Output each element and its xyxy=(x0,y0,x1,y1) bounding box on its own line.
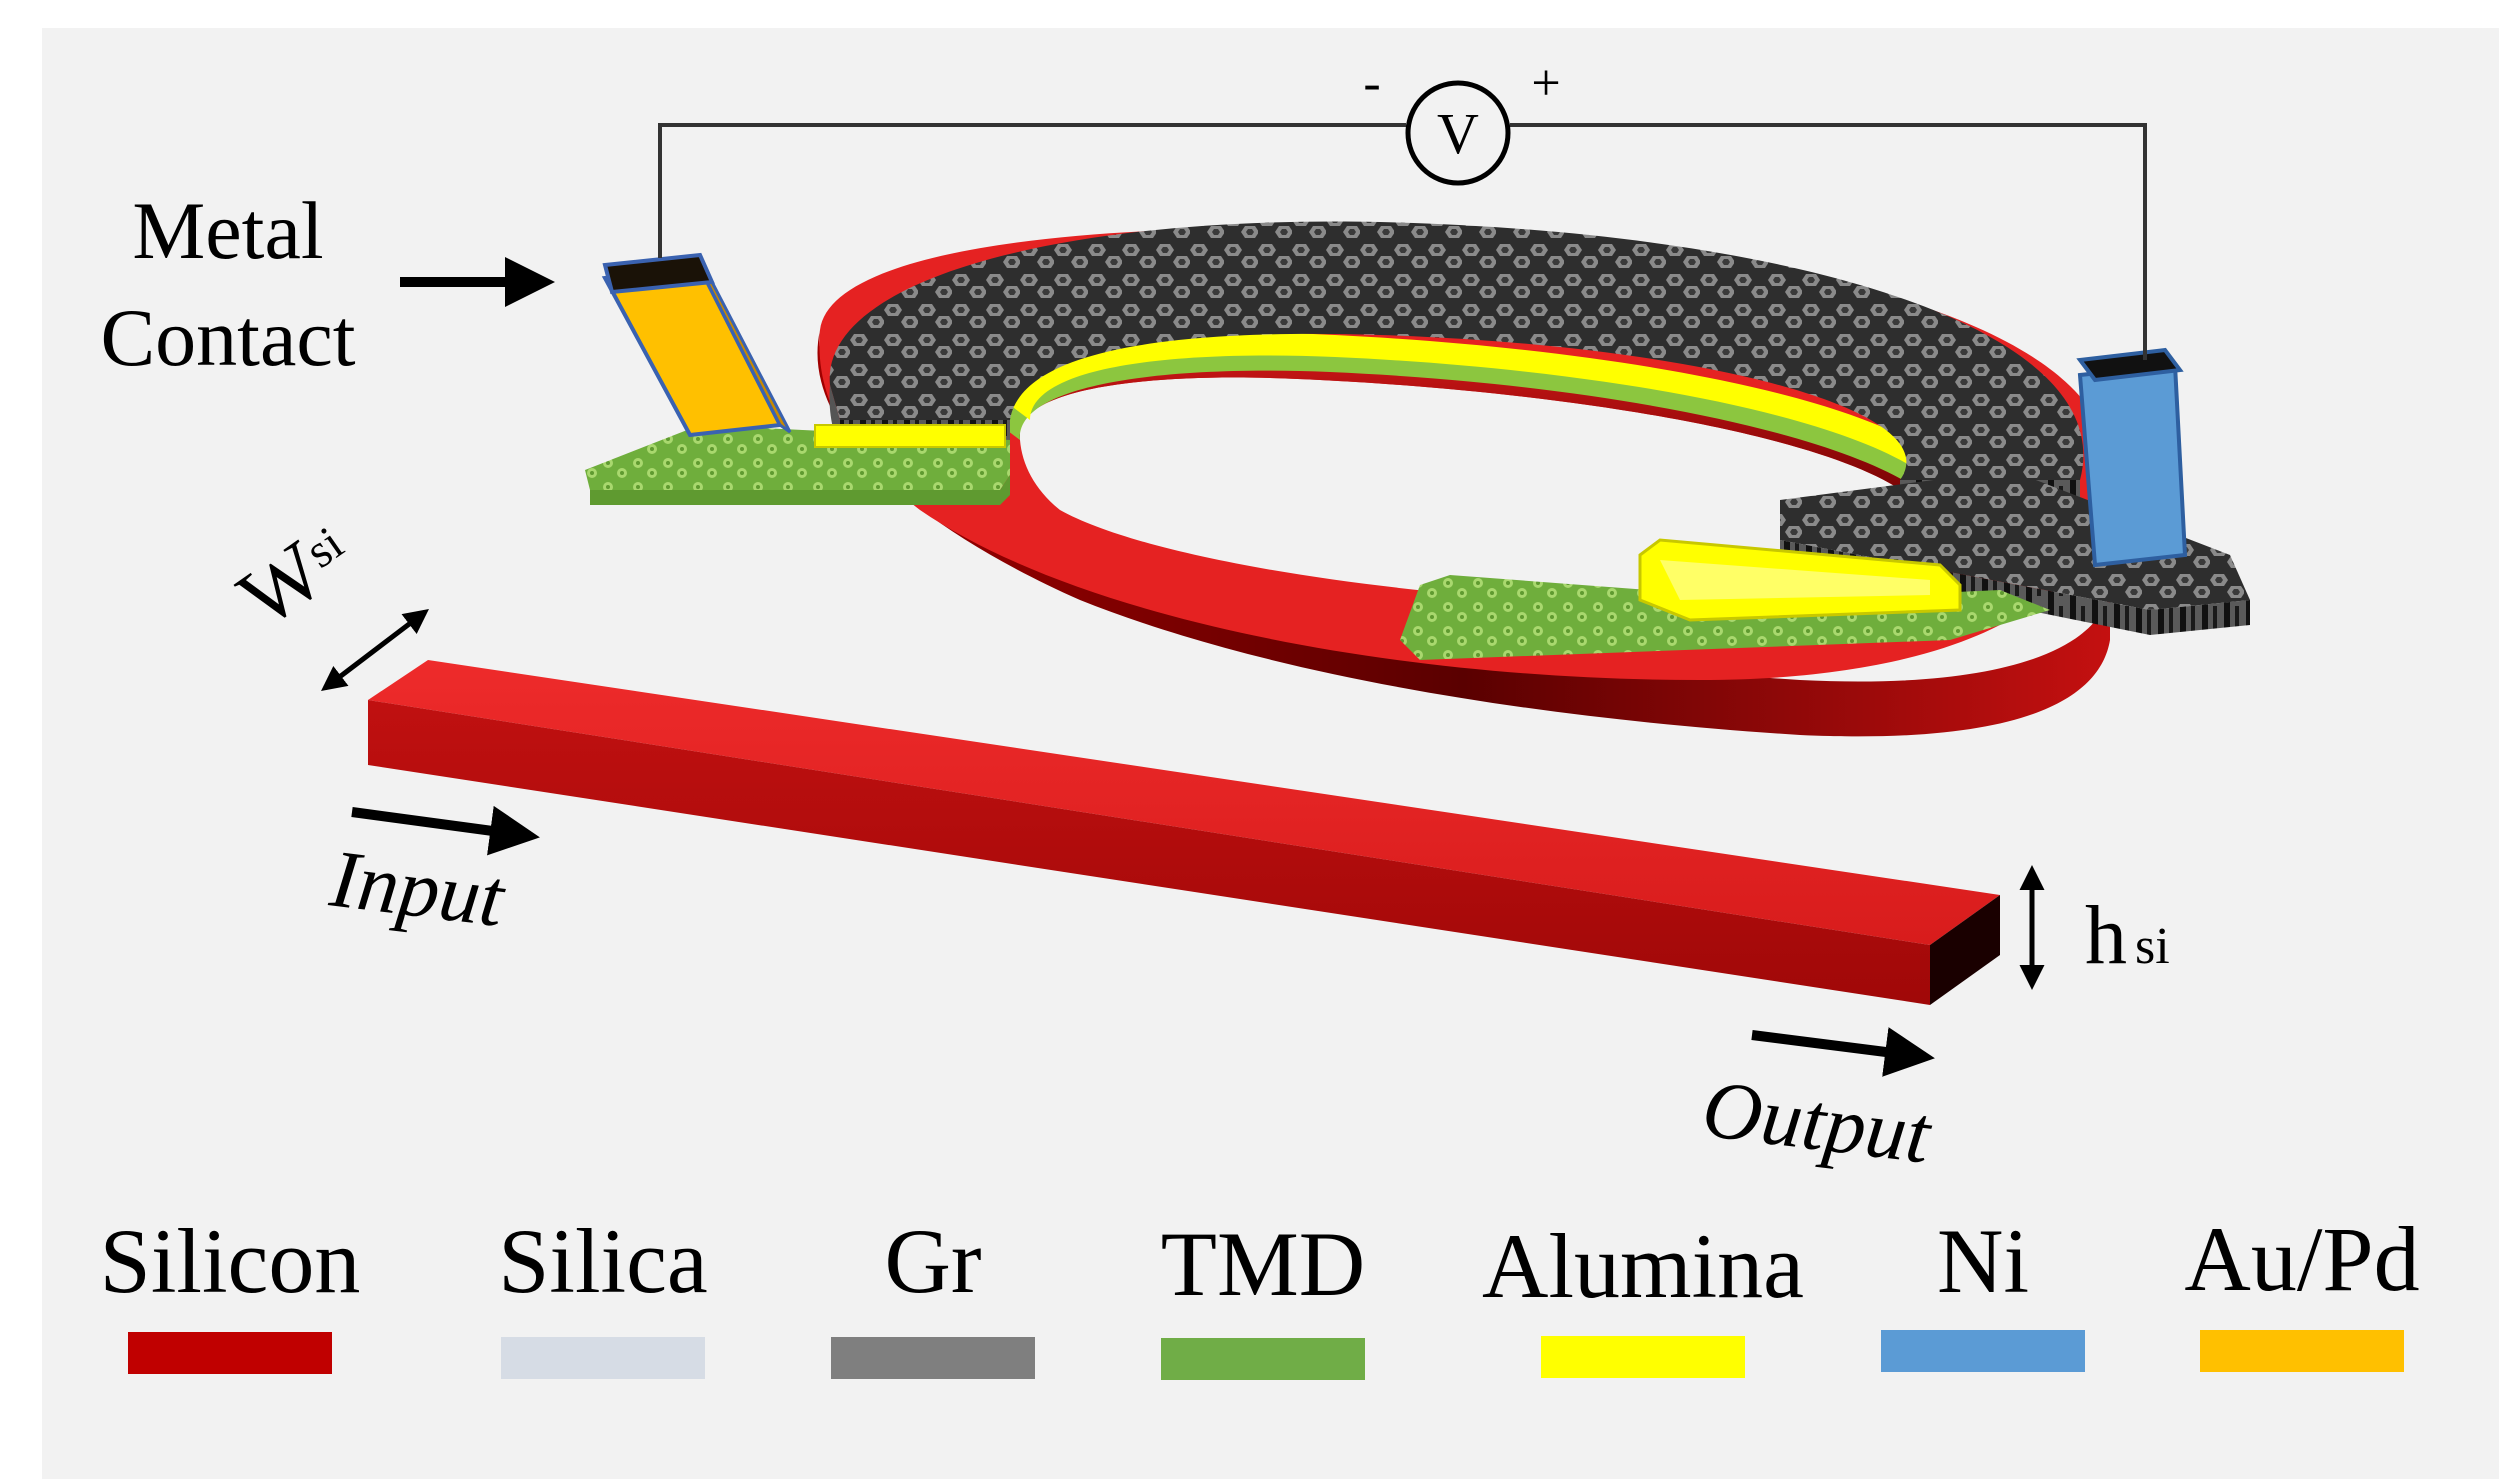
left-metal-contact xyxy=(601,252,792,438)
legend-swatch-tmd xyxy=(1161,1338,1365,1380)
voltmeter-icon xyxy=(1405,80,1511,186)
bus-waveguide xyxy=(368,660,2000,1005)
ring-resonator xyxy=(585,221,2250,737)
legend-swatch-ni xyxy=(1881,1330,2085,1372)
legend-swatch-gr xyxy=(831,1337,1035,1379)
left-contact-top xyxy=(602,252,715,295)
right-contact-top xyxy=(2076,347,2184,383)
voltage-plus-label: + xyxy=(1531,55,1560,112)
legend: Silicon Silica Gr TMD Alumina Ni Au/Pd xyxy=(100,1208,2420,1380)
legend-label-tmd: TMD xyxy=(1161,1213,1365,1315)
height-symbol: h xyxy=(2085,889,2127,982)
legend-label-silica: Silica xyxy=(498,1210,708,1312)
graphene-layer xyxy=(829,221,2084,480)
alumina-front-block-top xyxy=(1660,560,1930,600)
legend-label-gr: Gr xyxy=(884,1210,981,1312)
legend-swatch-au-pd xyxy=(2200,1330,2404,1372)
metal-contact-label-line1: Metal xyxy=(132,185,323,276)
alumina-left-bar xyxy=(814,424,1006,448)
right-contact-body xyxy=(2077,362,2188,568)
legend-label-silicon: Silicon xyxy=(100,1210,361,1312)
circuit-wire-right xyxy=(1510,123,2147,360)
voltage-minus-label: - xyxy=(1363,55,1380,112)
waveguide-side xyxy=(368,700,1930,1005)
waveguide-end-face xyxy=(1930,895,2000,1005)
waveguide-top xyxy=(368,660,2000,945)
graphene-right-tab xyxy=(1780,470,2250,610)
metal-contact-label-line2: Contact xyxy=(100,292,355,383)
tmd-left-tab-edge xyxy=(590,475,1010,505)
legend-swatch-silica xyxy=(501,1337,705,1379)
input-arrow xyxy=(351,805,540,856)
voltage-circuit: V - + xyxy=(658,55,2147,360)
height-annotation: h si xyxy=(2019,865,2170,990)
voltmeter-label: V xyxy=(1437,101,1479,166)
legend-swatch-alumina xyxy=(1541,1336,1745,1378)
output-arrow xyxy=(1751,1027,1935,1077)
legend-label-ni: Ni xyxy=(1937,1210,2029,1312)
right-metal-contact xyxy=(2076,347,2188,568)
circuit-wire xyxy=(658,123,1406,258)
legend-label-au-pd: Au/Pd xyxy=(2184,1208,2419,1310)
legend-swatch-silicon xyxy=(128,1332,332,1374)
input-label: Input xyxy=(325,832,511,944)
legend-label-alumina: Alumina xyxy=(1482,1215,1804,1317)
width-arrow xyxy=(321,608,429,692)
height-subscript: si xyxy=(2135,918,2170,975)
